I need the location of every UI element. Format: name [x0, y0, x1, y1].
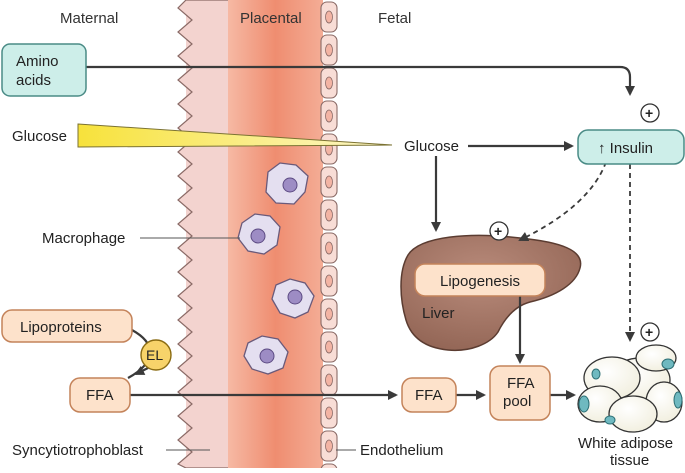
plus-icon: + [640, 322, 660, 342]
plus-icon: + [489, 221, 509, 241]
ffa-pool-label-2: pool [503, 393, 531, 410]
endothelial-cell [320, 463, 338, 473]
svg-text:+: + [494, 223, 502, 239]
ffa-pool-box [489, 365, 551, 421]
ffa-maternal-label: FFA [86, 387, 114, 404]
flow-arrows [86, 65, 635, 400]
lipoproteins-box [1, 309, 133, 343]
ffa-maternal-box [69, 377, 131, 413]
macrophage-cell [237, 213, 281, 255]
insulin-box [577, 129, 685, 165]
endothelial-nucleus [325, 175, 333, 189]
syncytiotrophoblast-label: Syncytiotrophoblast [12, 442, 144, 459]
macrophage-label: Macrophage [42, 230, 125, 247]
lipoproteins-label: Lipoproteins [20, 319, 102, 336]
el-enzyme-circle [140, 339, 172, 371]
macrophage-cell [265, 162, 309, 205]
amino-acids-label-2: acids [16, 72, 51, 89]
svg-text:+: + [645, 324, 653, 340]
endothelial-nucleus [325, 109, 333, 123]
fetal-header: Fetal [378, 10, 411, 27]
lipogenesis-box [414, 263, 546, 297]
macrophage-cell [243, 335, 289, 375]
ffa-fetal-label: FFA [415, 387, 443, 404]
macrophage-cell [271, 278, 315, 319]
glucose-gradient-wedge [77, 123, 393, 148]
amino-acids-arrow [86, 65, 635, 96]
endothelial-nucleus [325, 439, 333, 453]
plus-icon: + [640, 103, 660, 123]
maternal-header: Maternal [60, 10, 118, 27]
endothelial-nucleus [325, 274, 333, 288]
glucose-maternal-label: Glucose [12, 128, 67, 145]
insulin-label: ↑ Insulin [598, 140, 653, 157]
ffa-fetal-box [401, 377, 457, 413]
white-adipose-label-2: tissue [610, 452, 649, 468]
endothelium-cells [320, 1, 338, 473]
insulin-dashed-arrows [518, 161, 635, 342]
el-label: EL [146, 347, 163, 363]
placental-header: Placental [240, 10, 302, 27]
endothelial-nucleus [325, 373, 333, 387]
svg-text:+: + [645, 105, 653, 121]
endothelial-nucleus [325, 43, 333, 57]
liver-label: Liver [422, 305, 455, 322]
endothelial-nucleus [325, 307, 333, 321]
endothelial-nucleus [325, 241, 333, 255]
el-arrowhead [134, 365, 149, 375]
lipogenesis-label: Lipogenesis [440, 273, 520, 290]
endothelial-nucleus [325, 76, 333, 90]
glucose-fetal-label: Glucose [404, 138, 459, 155]
endothelial-nucleus [325, 10, 333, 24]
endothelial-nucleus [325, 406, 333, 420]
endothelium-label: Endothelium [360, 442, 443, 459]
ffa-pool-label: FFA [507, 375, 535, 392]
white-adipose-cells [577, 344, 683, 433]
endothelial-nucleus [325, 340, 333, 354]
endothelial-nucleus [325, 208, 333, 222]
white-adipose-label: White adipose [578, 435, 673, 452]
amino-acids-box [1, 43, 87, 97]
amino-acids-label: Amino [16, 53, 59, 70]
syncytiotrophoblast-membrane [176, 0, 241, 469]
